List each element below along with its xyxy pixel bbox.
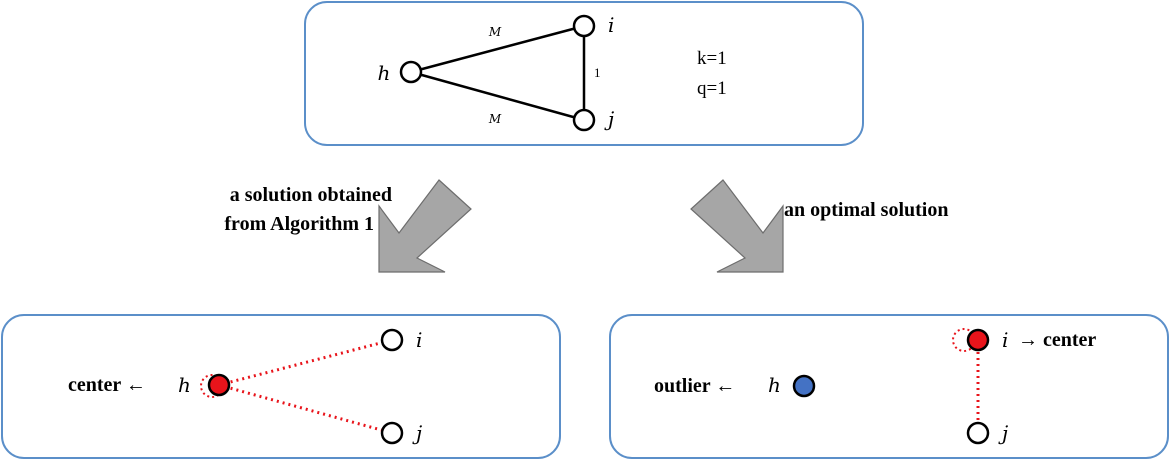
optimal-solution-box (609, 314, 1169, 459)
optimal-solution-panel: outlier ← h i → center j (609, 314, 1169, 459)
node-h-label: h (378, 61, 391, 85)
edge-i-j-weight: 1 (594, 65, 601, 80)
param-q: q=1 (697, 78, 727, 99)
edge-h-j-weight: M (488, 112, 502, 126)
node-j-label: j (604, 107, 614, 131)
edge-h-i (410, 24, 585, 74)
edge-h-j (410, 70, 585, 122)
algorithm-solution-box (1, 314, 561, 459)
node-i (572, 14, 596, 38)
instance-panel: M M 1 h i j k=1 q=1 (304, 1, 864, 146)
arrow-left-label-line2: from Algorithm 1 (224, 213, 374, 235)
param-k: k=1 (697, 48, 727, 69)
node-h-center (207, 373, 231, 397)
arrow-right-down (690, 179, 784, 273)
node-j (966, 421, 990, 445)
node-i-label: i (1002, 328, 1008, 352)
node-j-label: j (998, 421, 1008, 445)
node-i-label: i (608, 13, 614, 37)
node-j (380, 421, 404, 445)
arrow-left-down (378, 179, 472, 273)
h-role-label: center ← (68, 374, 146, 396)
node-h (399, 60, 423, 84)
node-h-label: h (178, 373, 191, 397)
algorithm-solution-panel: center ← h i j (1, 314, 561, 459)
arrow-left-label-line1: a solution obtained (230, 184, 392, 206)
i-role-label: → center (1018, 329, 1096, 351)
arrow-right-label: an optimal solution (784, 199, 948, 221)
node-i-center (966, 328, 990, 352)
node-h-label: h (768, 373, 781, 397)
node-i-label: i (416, 328, 422, 352)
node-j-label: j (412, 421, 422, 445)
node-j (572, 108, 596, 132)
node-h-outlier (792, 374, 816, 398)
node-i (380, 328, 404, 352)
h-role-label: outlier ← (654, 375, 735, 397)
edge-h-i-weight: M (488, 25, 502, 39)
